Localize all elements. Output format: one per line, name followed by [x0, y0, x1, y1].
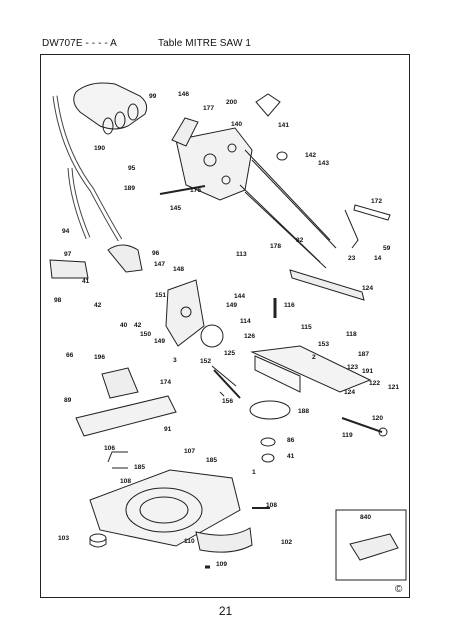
part-label: 59	[383, 245, 391, 252]
part-label: 140	[231, 121, 242, 128]
part-label: 86	[287, 437, 295, 444]
part-label: 97	[64, 251, 72, 258]
model-code: DW707E - - - - A	[42, 38, 117, 49]
part-label: 152	[200, 358, 211, 365]
part-label: 188	[298, 408, 309, 415]
part-label: 91	[164, 426, 172, 433]
part-label: 118	[346, 331, 357, 338]
part-label: 146	[178, 91, 189, 98]
part-label: 141	[278, 122, 289, 129]
page-number: 21	[218, 604, 233, 618]
part-label: 172	[371, 198, 382, 205]
part-label: 177	[203, 105, 214, 112]
part-label: 126	[244, 333, 255, 340]
part-label: 121	[388, 384, 399, 391]
part-label: 191	[362, 368, 373, 375]
part-label: 156	[222, 398, 233, 405]
part-label: 115	[301, 324, 312, 331]
part-label: 153	[318, 341, 329, 348]
part-label: 89	[64, 397, 72, 404]
part-label: 189	[124, 185, 135, 192]
part-label: 178	[270, 243, 281, 250]
part-label: 185	[134, 464, 145, 471]
part-label: 99	[149, 93, 157, 100]
part-label: 174	[160, 379, 171, 386]
part-label: 108	[266, 502, 277, 509]
part-label: 95	[128, 165, 136, 172]
part-label: 190	[94, 145, 105, 152]
part-label: 3	[173, 357, 177, 364]
part-label: 94	[62, 228, 70, 235]
part-label: 106	[104, 445, 115, 452]
part-label: 102	[281, 539, 292, 546]
part-label: 122	[369, 380, 380, 387]
part-label: 41	[287, 453, 295, 460]
part-label: 123	[347, 364, 358, 371]
part-label: 41	[82, 278, 90, 285]
part-label: 96	[152, 250, 160, 257]
part-label: 42	[134, 322, 142, 329]
part-label: 124	[362, 285, 373, 292]
part-label: 82	[296, 237, 304, 244]
dust-hood-drawing	[73, 82, 148, 135]
part-label: 109	[216, 561, 227, 568]
diagram-frame	[40, 54, 410, 598]
page-title: Table MITRE SAW 1	[158, 38, 252, 49]
part-label: 114	[240, 318, 251, 325]
part-label: 107	[184, 448, 195, 455]
part-label: 145	[170, 205, 181, 212]
part-label: 113	[236, 251, 247, 258]
part-label: 120	[372, 415, 383, 422]
part-label: 143	[318, 160, 329, 167]
part-label: 42	[94, 302, 102, 309]
part-label: 185	[206, 457, 217, 464]
part-label: 176	[190, 187, 201, 194]
part-label: 149	[154, 338, 165, 345]
part-label: 196	[94, 354, 105, 361]
part-label: 147	[154, 261, 165, 268]
part-label: 98	[54, 297, 62, 304]
part-label: 149	[226, 302, 237, 309]
part-label: 2	[312, 354, 316, 361]
part-label: 124	[344, 389, 355, 396]
part-label: 116	[284, 302, 295, 309]
part-label: 148	[173, 266, 184, 273]
part-label: 14	[374, 255, 382, 262]
part-label: 840	[360, 514, 371, 521]
part-label: 142	[305, 152, 316, 159]
part-label: 40	[120, 322, 128, 329]
part-label: 200	[226, 99, 237, 106]
part-label: 151	[155, 292, 166, 299]
arm-housing-drawing	[175, 127, 337, 269]
part-label: 125	[224, 350, 235, 357]
part-label: 150	[140, 331, 151, 338]
part-label: 119	[342, 432, 353, 439]
part-label: 110	[184, 538, 195, 545]
part-label: 66	[66, 352, 74, 359]
part-label: 1	[252, 469, 256, 476]
part-label: 144	[234, 293, 245, 300]
part-label: 187	[358, 351, 369, 358]
copyright-symbol: ©	[395, 584, 403, 595]
part-label: 103	[58, 535, 69, 542]
part-label: 23	[348, 255, 356, 262]
part-label: 108	[120, 478, 131, 485]
